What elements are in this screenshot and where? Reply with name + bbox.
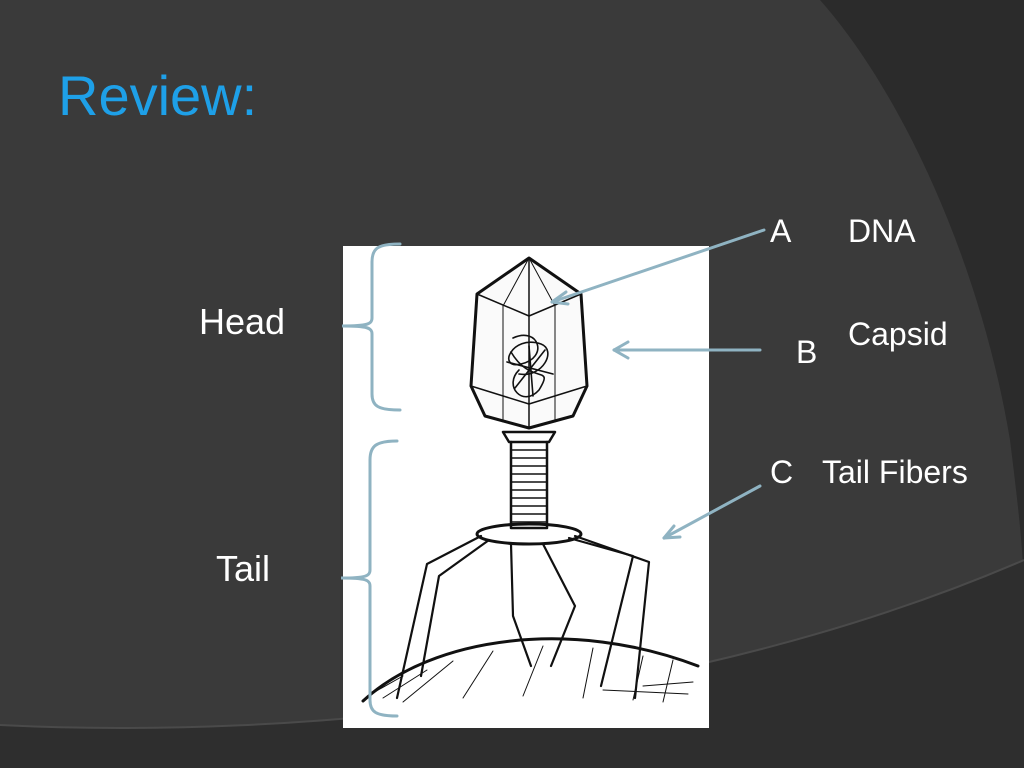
slide-title: Review:	[58, 64, 258, 127]
capsid-label: Capsid	[848, 316, 948, 352]
label-b-letter: B	[796, 334, 818, 370]
dna-label: DNA	[848, 213, 916, 249]
bacteriophage-illustration	[343, 246, 709, 728]
bacteriophage-drawing	[361, 256, 700, 703]
phage-collar	[501, 430, 557, 444]
phage-tail-fibers	[395, 534, 651, 700]
host-cell-shading	[370, 645, 694, 703]
background-arc-bottom	[0, 560, 1024, 768]
label-a-letter: A	[770, 213, 792, 249]
phage-dna	[506, 334, 554, 398]
label-c-letter: C	[770, 454, 794, 490]
tail-fibers-label: Tail Fibers	[822, 454, 968, 490]
tail-label: Tail	[216, 548, 271, 589]
background-arc-right	[820, 0, 1024, 600]
head-label: Head	[199, 301, 286, 342]
phage-base-plate	[475, 522, 583, 546]
phage-tail-sheath	[509, 440, 549, 530]
